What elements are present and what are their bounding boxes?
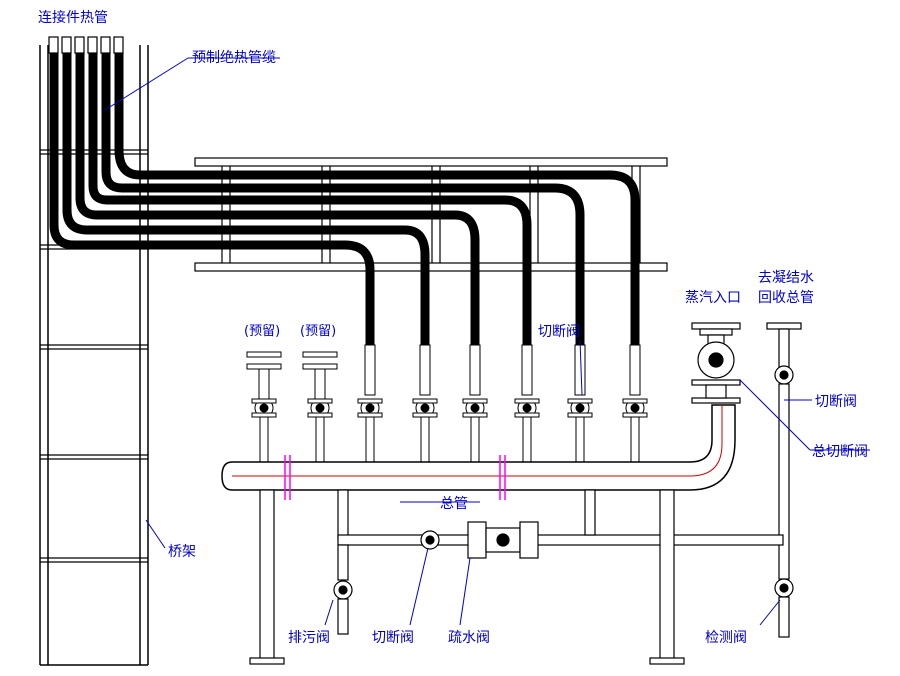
label-main-shutoff: 总切断阀 (812, 444, 868, 460)
label-reserved-2: (预留) (300, 324, 336, 339)
station-reserved-1 (246, 351, 282, 463)
station-2 (412, 344, 438, 463)
station-5 (567, 344, 593, 463)
condensate-return-line (766, 322, 802, 638)
support-legs (249, 489, 685, 665)
label-bridge: 桥架 (168, 544, 196, 560)
insulated-tube-bundle (49, 53, 640, 345)
connector-fittings (48, 36, 124, 54)
drain-trap-line (333, 489, 784, 635)
station-reserved-2 (302, 351, 338, 463)
label-preinsulated-cable: 预制绝热管缆 (192, 50, 276, 66)
labels: 连接件热管 预制绝热管缆 (预留) (预留) 切断阀 蒸汽入口 去凝结水 回收总… (38, 9, 868, 646)
station-4 (514, 344, 540, 463)
leader-lines (104, 57, 870, 626)
label-steam-inlet: 蒸汽入口 (685, 290, 741, 306)
station-1 (357, 344, 383, 463)
label-shutoff-top: 切断阀 (538, 324, 580, 340)
label-test-valve: 检测阀 (705, 630, 747, 646)
label-header: 总管 (440, 496, 468, 512)
label-connector-tubes: 连接件热管 (38, 9, 108, 26)
label-shutoff-right: 切断阀 (815, 394, 857, 410)
label-condensate-return-1: 去凝结水 (758, 270, 814, 286)
main-header-pipe (221, 404, 736, 500)
label-trap-valve: 疏水阀 (448, 630, 490, 646)
station-6 (622, 344, 648, 463)
label-blowdown-valve: 排污阀 (288, 630, 330, 646)
steam-inlet-valve (691, 322, 741, 404)
label-shutoff-bottom: 切断阀 (372, 630, 414, 646)
valve-stations (246, 344, 648, 463)
label-reserved-1: (预留) (244, 324, 280, 339)
station-3 (462, 344, 488, 463)
label-condensate-return-2: 回收总管 (758, 290, 814, 306)
